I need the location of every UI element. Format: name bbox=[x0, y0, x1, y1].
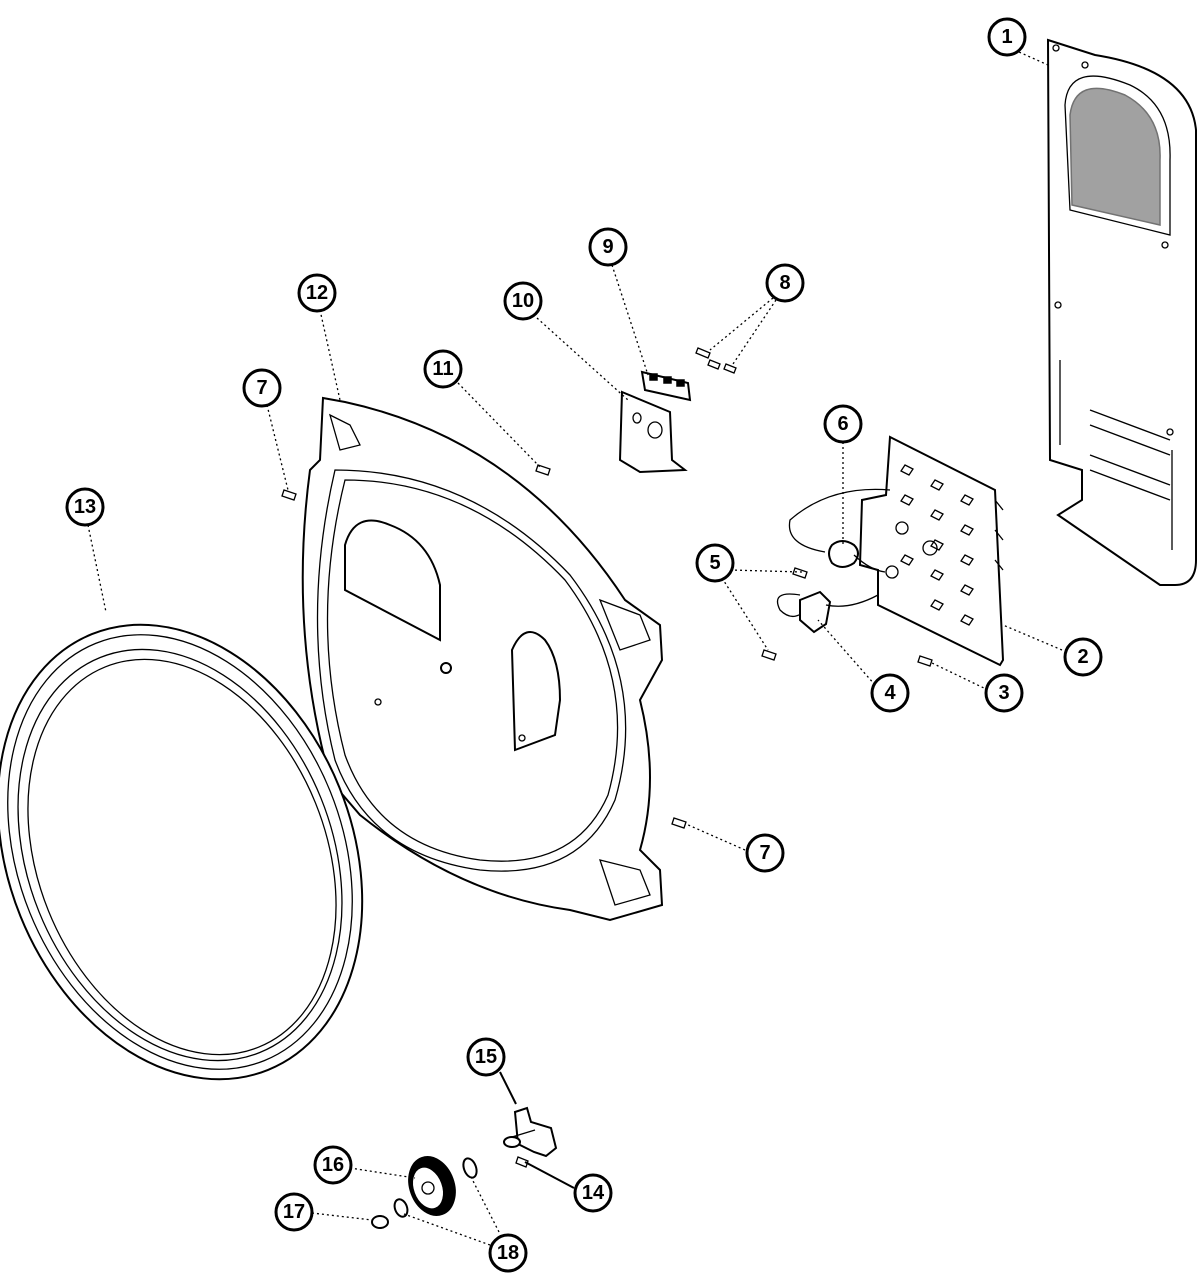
screw-5-lower bbox=[761, 649, 777, 661]
screw-11 bbox=[535, 464, 551, 476]
callout-17: 17 bbox=[274, 1192, 314, 1232]
screws bbox=[281, 347, 933, 1168]
callout-label: 14 bbox=[582, 1182, 605, 1204]
callout-label: 13 bbox=[74, 496, 96, 518]
screw-8a bbox=[695, 347, 711, 359]
callout-label: 15 bbox=[475, 1046, 497, 1068]
callout-label: 7 bbox=[759, 842, 770, 864]
screw-7-lower bbox=[671, 817, 687, 829]
callout-label: 12 bbox=[306, 282, 328, 304]
part-15-idler-bracket bbox=[503, 1106, 558, 1158]
callout-label: 9 bbox=[602, 236, 613, 258]
part-1-rear-panel bbox=[1046, 38, 1197, 586]
screw-8b bbox=[707, 359, 721, 370]
callout-18: 18 bbox=[488, 1233, 528, 1273]
callout-label: 7 bbox=[256, 377, 267, 399]
callout-7-lower: 7 bbox=[745, 833, 785, 873]
screw-5-upper bbox=[792, 567, 808, 579]
callout-13: 13 bbox=[65, 487, 105, 527]
callout-label: 10 bbox=[512, 290, 534, 312]
callout-14: 14 bbox=[573, 1173, 613, 1213]
part-4-thermal-fuse bbox=[776, 590, 879, 634]
callout-6: 6 bbox=[823, 404, 863, 444]
part-17-clip bbox=[371, 1215, 389, 1229]
callout-4: 4 bbox=[870, 673, 910, 713]
screw-8c bbox=[723, 363, 737, 374]
screw-14 bbox=[515, 1156, 529, 1168]
callout-label: 18 bbox=[497, 1242, 519, 1264]
screw-3 bbox=[917, 655, 933, 667]
callout-8: 8 bbox=[765, 263, 805, 303]
callout-3: 3 bbox=[984, 673, 1024, 713]
callout-label: 2 bbox=[1077, 646, 1088, 668]
callout-1: 1 bbox=[987, 17, 1027, 57]
callout-label: 8 bbox=[779, 272, 790, 294]
callout-16: 16 bbox=[313, 1145, 353, 1185]
callout-label: 3 bbox=[998, 682, 1009, 704]
callout-label: 1 bbox=[1001, 26, 1012, 48]
callout-2: 2 bbox=[1063, 637, 1103, 677]
callout-12: 12 bbox=[297, 273, 337, 313]
callout-9: 9 bbox=[588, 227, 628, 267]
part-18-washers bbox=[393, 1157, 478, 1218]
part-12-bulkhead bbox=[301, 396, 664, 922]
callout-11: 11 bbox=[423, 349, 463, 389]
part-10-bracket bbox=[618, 390, 688, 474]
callout-label: 6 bbox=[837, 413, 848, 435]
callout-label: 17 bbox=[283, 1201, 305, 1223]
leader-lines bbox=[87, 47, 1063, 1246]
part-2-heater-plate bbox=[858, 435, 1005, 667]
part-13-seal-ring bbox=[0, 623, 364, 1081]
callout-5: 5 bbox=[695, 543, 735, 583]
callout-15: 15 bbox=[466, 1037, 506, 1077]
callout-label: 11 bbox=[432, 358, 453, 380]
callout-7-upper: 7 bbox=[242, 368, 282, 408]
screw-7-upper bbox=[281, 489, 297, 501]
part-9-terminal-block bbox=[640, 370, 692, 402]
part-16-pulley bbox=[408, 1156, 456, 1216]
callout-10: 10 bbox=[503, 281, 543, 321]
part-6-thermostat bbox=[788, 488, 891, 573]
callout-label: 16 bbox=[322, 1154, 344, 1176]
callout-label: 5 bbox=[709, 552, 720, 574]
callout-label: 4 bbox=[884, 682, 896, 704]
